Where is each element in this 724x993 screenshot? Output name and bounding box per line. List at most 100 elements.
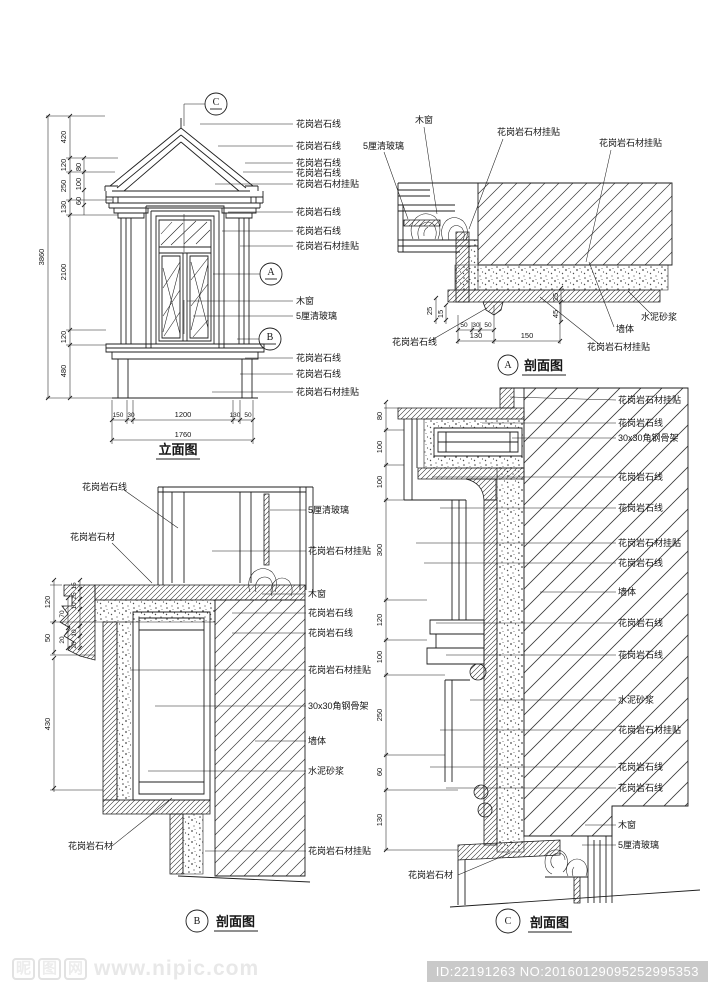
annotation-label: 花岗岩石材挂贴 <box>618 724 681 735</box>
dimension: 130 <box>470 331 483 340</box>
dimension: 130 <box>230 412 241 419</box>
annotation-label: 花岗岩石材挂贴 <box>296 386 359 397</box>
site-url: www.nipic.com <box>94 957 260 980</box>
section-a-leader-lines-top <box>383 126 612 263</box>
section-b-dimensions: 120 50 430 70 20 15 25 10 10 20 <box>43 577 103 792</box>
dimension: 1760 <box>175 430 192 439</box>
annotation-label: 木窗 <box>296 295 314 306</box>
section-c-leader-lines <box>416 396 617 846</box>
dimension: 50 <box>460 322 468 329</box>
annotation-label: 花岗岩石材 <box>408 869 453 880</box>
annotation-label: 水泥砂浆 <box>641 311 677 322</box>
dimension: 250 <box>375 709 384 722</box>
section-c-linework <box>397 387 701 908</box>
section-marker-a[interactable]: A <box>213 262 283 286</box>
annotation-label: 花岗岩石线 <box>308 627 353 638</box>
annotation-label: 花岗岩石线 <box>296 140 341 151</box>
annotation-label: 花岗岩石材挂贴 <box>308 545 371 556</box>
annotation-label: 花岗岩石线 <box>618 649 663 660</box>
dimension: 100 <box>375 476 384 489</box>
marker-letter: C <box>213 97 220 108</box>
marker-letter: A <box>267 267 275 278</box>
section-c-view: 花岗岩石材挂贴 花岗岩石线 30x30角钢骨架 花岗岩石线 花岗岩石线 花岗岩石… <box>375 387 701 934</box>
section-c-dimensions: 80 100 100 300 120 100 250 60 130 <box>375 399 458 853</box>
annotation-label: 花岗岩石线 <box>618 417 663 428</box>
annotation-label: 花岗岩石材挂贴 <box>308 664 371 675</box>
annotation-label: 花岗岩石线 <box>82 481 127 492</box>
dimension: 15 <box>436 310 445 318</box>
image-id-badge: ID:22191263 NO:20160129095252995353 <box>426 961 708 982</box>
annotation-label: 花岗岩石线 <box>296 368 341 379</box>
drawing-canvas: C A B 花岗岩石线 花岗岩石线 花岗岩石线 花岗岩石线 花岗岩石材挂贴 花岗… <box>37 92 701 934</box>
dimension: 130 <box>375 814 384 827</box>
section-c-caption: C 剖面图 <box>495 908 572 934</box>
dimension: 25 <box>425 307 434 315</box>
annotation-label: 花岗岩石线 <box>296 225 341 236</box>
annotation-label: 花岗岩石线 <box>296 118 341 129</box>
annotation-label: 花岗岩石线 <box>296 352 341 363</box>
elevation-leader-lines <box>187 123 293 393</box>
dimension: 10 <box>71 602 78 610</box>
section-c-material-leader <box>457 852 511 876</box>
annotation-label: 水泥砂浆 <box>618 694 654 705</box>
annotation-label: 花岗岩石材挂贴 <box>618 537 681 548</box>
dimension: 20 <box>59 636 66 644</box>
dimension: 130 <box>59 201 68 214</box>
annotation-label: 木窗 <box>308 588 326 599</box>
section-a-leader-lines-bottom <box>429 261 653 346</box>
section-b-view: 花岗岩石线 花岗岩石材 花岗岩石材 5厘清玻璃 花岗岩石材挂贴 木窗 花岗岩石线… <box>43 481 371 933</box>
section-b-caption: B 剖面图 <box>185 909 258 933</box>
annotation-label: 花岗岩石线 <box>618 617 663 628</box>
dimension: 25 <box>551 293 560 301</box>
dimension: 2100 <box>59 264 68 281</box>
dimension: 80 <box>375 412 384 420</box>
view-title: 剖面图 <box>216 914 255 929</box>
annotation-label: 花岗岩石线 <box>296 157 341 168</box>
nipic-logo[interactable]: 昵 图 网 www.nipic.com <box>12 957 259 981</box>
annotation-label: 30x30角钢骨架 <box>308 700 369 711</box>
annotation-label: 5厘清玻璃 <box>363 140 404 151</box>
annotation-label: 花岗岩石线 <box>392 336 437 347</box>
section-c-annotations: 花岗岩石材挂贴 花岗岩石线 30x30角钢骨架 花岗岩石线 花岗岩石线 花岗岩石… <box>618 394 681 850</box>
section-b-leader-lines-left <box>111 489 179 847</box>
annotation-label: 墙体 <box>616 323 634 334</box>
annotation-label: 花岗岩石线 <box>618 761 663 772</box>
annotation-label: 花岗岩石线 <box>618 471 663 482</box>
watermark-bar: 昵 图 网 www.nipic.com ID:22191263 NO:20160… <box>0 950 724 993</box>
section-a-view: 5厘清玻璃 木窗 花岗岩石材挂贴 花岗岩石材挂贴 花岗岩石线 花岗岩石材挂贴 墙… <box>363 114 677 376</box>
annotation-label: 30x30角钢骨架 <box>618 432 679 443</box>
logo-character: 昵 <box>12 957 36 981</box>
annotation-label: 5厘清玻璃 <box>296 310 337 321</box>
section-b-linework <box>59 486 314 883</box>
marker-letter: B <box>194 916 201 927</box>
marker-letter: A <box>504 360 512 371</box>
dimension: 480 <box>59 365 68 378</box>
dimension: 50 <box>43 634 52 642</box>
dimension: 100 <box>375 441 384 454</box>
section-marker-c[interactable]: C <box>184 92 228 116</box>
annotation-label: 花岗岩石线 <box>618 782 663 793</box>
view-title: 剖面图 <box>524 358 563 373</box>
dimension: 15 <box>71 582 78 590</box>
annotation-label: 花岗岩石材挂贴 <box>497 126 560 137</box>
dimension: 70 <box>59 610 66 618</box>
annotation-label: 花岗岩石材挂贴 <box>308 845 371 856</box>
logo-character: 网 <box>64 957 88 981</box>
section-a-caption: A 剖面图 <box>497 354 566 376</box>
dimension: 120 <box>43 596 52 609</box>
annotation-label: 花岗岩石线 <box>308 607 353 618</box>
annotation-label: 花岗岩石材挂贴 <box>599 137 662 148</box>
marker-letter: C <box>505 916 512 927</box>
dimension: 50 <box>244 412 252 419</box>
dimension: 60 <box>74 197 83 205</box>
annotation-label: 花岗岩石材挂贴 <box>296 178 359 189</box>
elevation-linework <box>104 104 265 399</box>
section-marker-b[interactable]: B <box>237 327 282 351</box>
dimension: 420 <box>59 131 68 144</box>
dimension: 3860 <box>37 249 46 266</box>
dimension: 25 <box>71 592 78 600</box>
view-title: 立面图 <box>158 442 197 457</box>
dimension: 1200 <box>175 410 192 419</box>
elevation-dimensions-left: 3860 420 120 250 130 2100 120 480 80 100… <box>37 113 118 401</box>
